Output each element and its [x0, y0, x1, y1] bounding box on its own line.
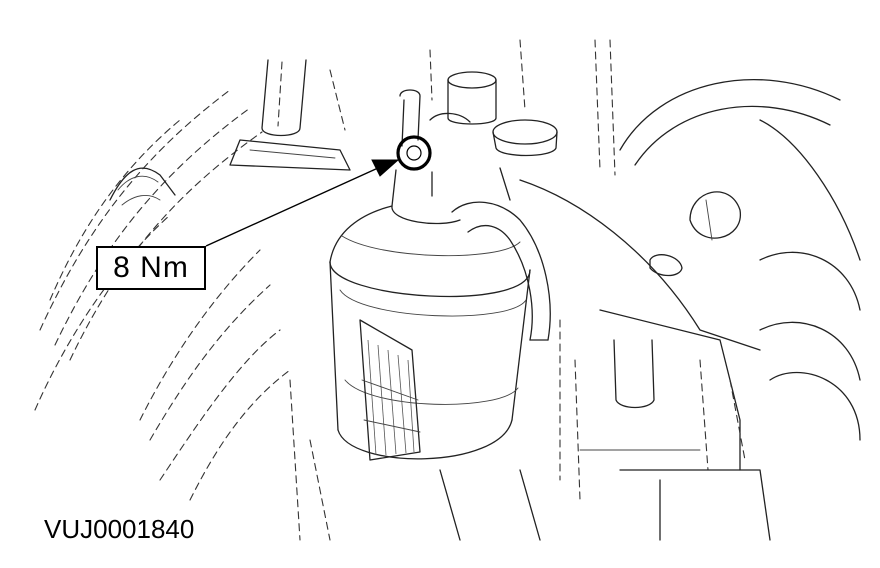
left-frame-rails: [34, 89, 291, 501]
right-engine-components: [289, 78, 861, 541]
hose: [451, 201, 551, 341]
figure-reference-code: VUJ0001840: [44, 514, 195, 544]
rear-dashed-lines: [329, 39, 616, 176]
torque-value-label: 8 Nm: [113, 251, 189, 284]
reservoir-cap: [399, 71, 558, 157]
torque-bolt: [396, 135, 432, 171]
mounting-bracket: [359, 319, 421, 461]
callout-leader: [205, 159, 400, 247]
upper-pipe: [229, 59, 351, 171]
torque-callout-box: 8 Nm: [96, 246, 206, 290]
cylindrical-reservoir: [329, 167, 531, 460]
